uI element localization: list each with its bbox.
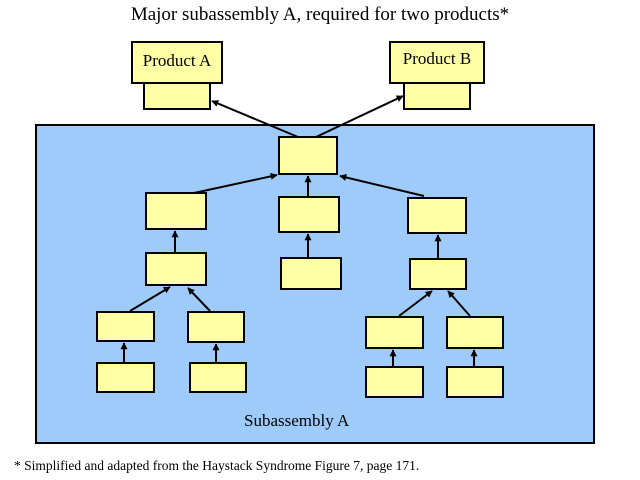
component-box-right-4a <box>365 366 424 398</box>
footnote: * Simplified and adapted from the Haysta… <box>14 458 420 473</box>
diagram-title: Major subassembly A, required for two pr… <box>130 4 510 25</box>
component-box-left-3b <box>187 311 245 343</box>
component-box-left-2 <box>145 252 207 286</box>
product-b-label: Product B <box>402 49 472 68</box>
component-box-left-3a <box>96 311 155 342</box>
component-box-left-4b <box>189 362 247 393</box>
component-box-mid-1 <box>278 196 340 233</box>
component-box-right-1 <box>407 197 467 234</box>
arrow-right-1-to-root <box>339 174 425 197</box>
component-box-left-4a <box>96 362 155 393</box>
component-box-right-3a <box>365 316 424 349</box>
component-box-root <box>278 136 338 175</box>
component-box-mid-2 <box>280 257 342 290</box>
arrow-left-3b-to-left-2 <box>187 287 211 312</box>
arrow-left-3a-to-left-2 <box>129 286 171 312</box>
arrow-root-to-product-a <box>211 100 299 138</box>
component-box-right-3b <box>446 316 504 349</box>
subassembly-label: Subassembly A <box>244 411 350 430</box>
component-box-left-1 <box>145 192 207 230</box>
arrow-root-to-product-b <box>315 95 404 138</box>
arrow-right-3b-to-right-2 <box>447 290 471 317</box>
product-b-sub-box <box>403 82 471 110</box>
component-box-right-4b <box>446 366 504 398</box>
product-a-label: Product A <box>142 51 212 70</box>
product-a-sub-box <box>143 82 211 110</box>
arrow-left-1-to-root <box>193 172 278 194</box>
arrow-right-3a-to-right-2 <box>398 290 433 317</box>
component-box-right-2 <box>409 258 467 290</box>
